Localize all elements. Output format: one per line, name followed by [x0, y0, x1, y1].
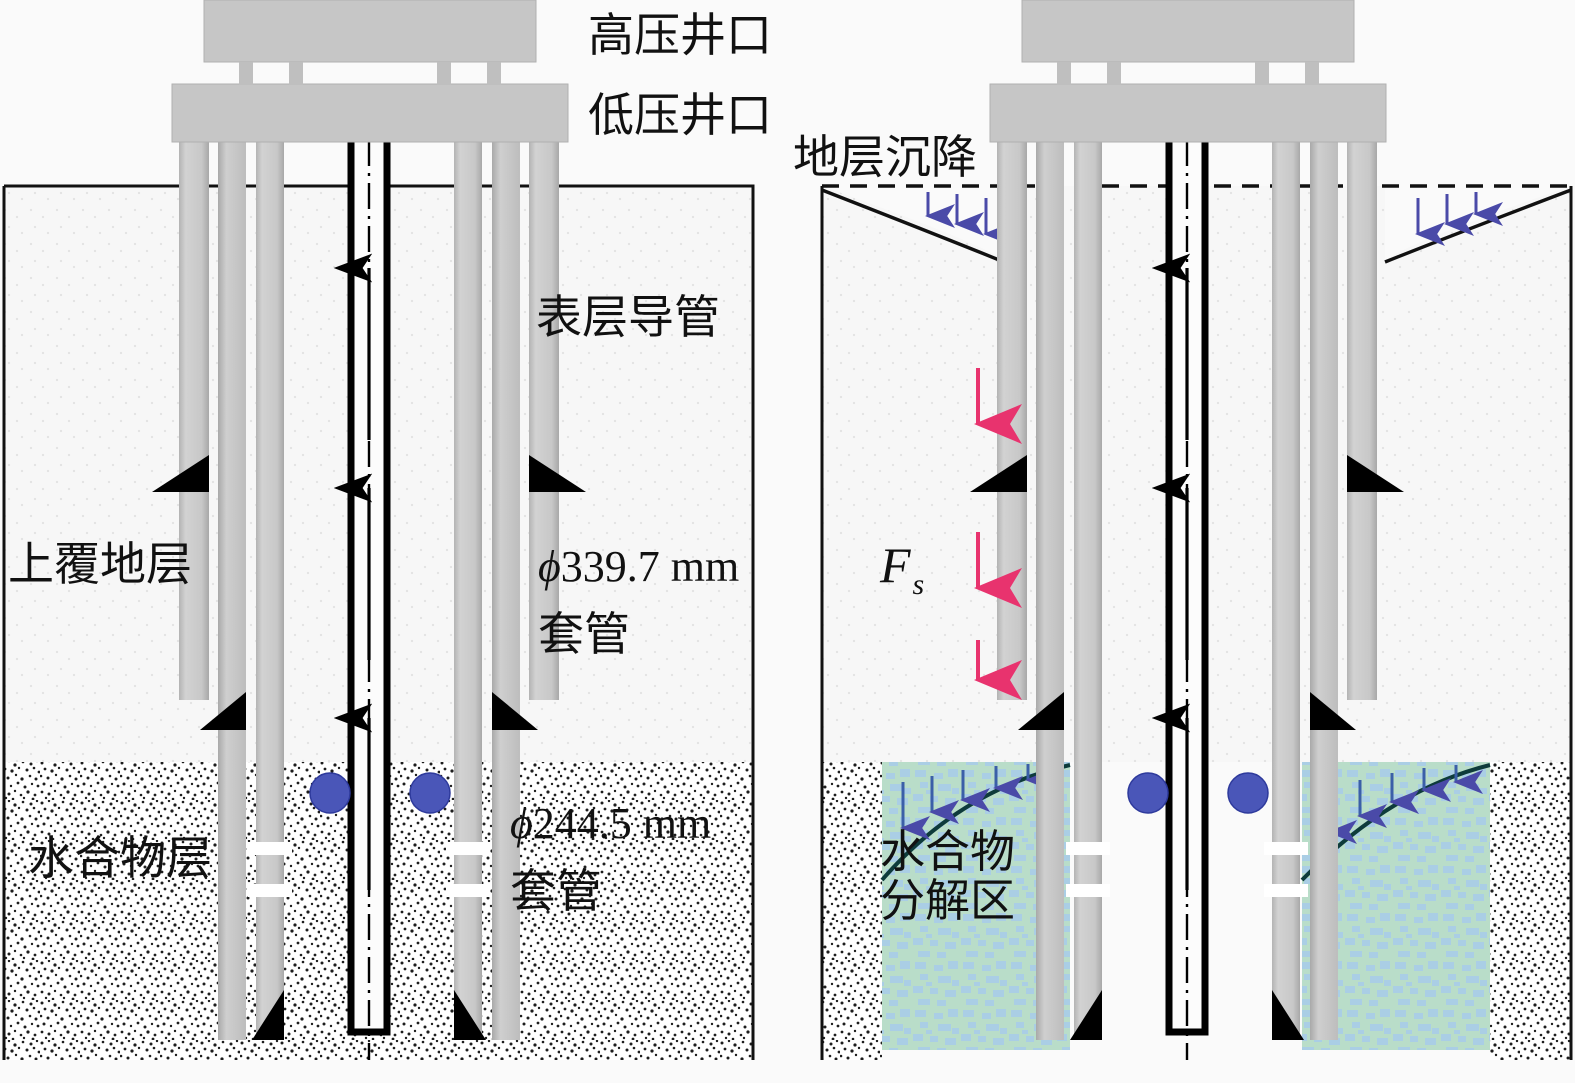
right-wellbore — [970, 0, 1404, 1060]
casing339-shoe-right — [492, 692, 538, 730]
packer-right-r — [1227, 772, 1269, 814]
phi-icon-2: ϕ — [510, 799, 533, 848]
left-wellbore — [152, 0, 586, 1060]
casing339-shoe-left-r — [1018, 692, 1064, 730]
decomposition-line-1: 水合物 — [880, 825, 1016, 878]
label-overburden-formation: 上覆地层 — [8, 537, 192, 591]
high-pressure-wellhead-block — [203, 0, 537, 63]
casing244-wall-right-r — [1272, 140, 1300, 1040]
wellhead-connectors-r — [1057, 62, 1319, 85]
casing244-wall-right — [454, 140, 482, 1040]
casing244-shoe-right-r — [1272, 990, 1304, 1040]
packer-left-r — [1127, 772, 1169, 814]
conductor-wall-right — [529, 140, 559, 700]
casing339-wall-left-r — [1036, 140, 1064, 1040]
perforation-right-2 — [446, 884, 490, 897]
wellhead-connectors — [239, 62, 501, 85]
perforation-left-1 — [248, 842, 292, 855]
low-pressure-wellhead-block-r — [989, 83, 1387, 143]
casing244-wall-left — [256, 140, 284, 1040]
conductor-wall-right-r — [1347, 140, 1377, 700]
low-pressure-wellhead-block — [171, 83, 569, 143]
casing244-shoe-left — [252, 990, 284, 1040]
conductor-shoe-right-r — [1347, 455, 1404, 492]
label-low-pressure-wellhead: 低压井口 — [588, 88, 772, 142]
casing339-wall-right — [492, 140, 520, 1040]
perforation-right-2-r — [1264, 884, 1308, 897]
label-formation-subsidence: 地层沉降 — [793, 130, 977, 184]
label-hydrate-decomposition-zone: 水合物 分解区 — [880, 825, 1016, 927]
label-casing-339: ϕ339.7 mm 套管 — [538, 541, 739, 664]
perforation-left-2-r — [1066, 884, 1110, 897]
label-subsidence-force: Fs — [880, 536, 924, 601]
conductor-shoe-left — [152, 455, 209, 492]
perforation-left-1-r — [1066, 842, 1110, 855]
label-casing-244: ϕ244.5 mm 套管 — [510, 798, 711, 921]
casing244-wall-left-r — [1074, 140, 1102, 1040]
force-symbol: F — [880, 537, 911, 593]
casing244-shoe-left-r — [1070, 990, 1102, 1040]
casing339-shoe-left — [200, 692, 246, 730]
decomposition-line-2: 分解区 — [880, 873, 1016, 927]
phi-icon: ϕ — [538, 542, 561, 591]
packer-left — [309, 772, 351, 814]
packer-right — [409, 772, 451, 814]
high-pressure-wellhead-block-r — [1021, 0, 1355, 63]
label-high-pressure-wellhead: 高压井口 — [588, 8, 772, 62]
perforation-right-1 — [446, 842, 490, 855]
casing-339-name: 套管 — [538, 607, 630, 661]
casing339-shoe-right-r — [1310, 692, 1356, 730]
casing-244-size: 244.5 mm — [532, 799, 712, 848]
conductor-shoe-right — [529, 455, 586, 492]
perforation-right-1-r — [1264, 842, 1308, 855]
subsidence-curve-left — [821, 188, 1005, 264]
conductor-shoe-left-r — [970, 455, 1027, 492]
conductor-wall-left — [179, 140, 209, 700]
casing-244-name: 套管 — [510, 864, 602, 918]
casing244-shoe-right — [454, 990, 486, 1040]
casing339-wall-right-r — [1310, 140, 1338, 1040]
perforation-left-2 — [248, 884, 292, 897]
casing339-wall-left — [218, 140, 246, 1040]
casing-339-size: 339.7 mm — [560, 542, 740, 591]
label-surface-conductor: 表层导管 — [536, 290, 720, 344]
force-subscript: s — [912, 568, 925, 601]
seabed-settlement-arrows — [925, 192, 1503, 246]
label-hydrate-layer: 水合物层 — [28, 831, 212, 885]
conductor-wall-left-r — [997, 140, 1027, 700]
